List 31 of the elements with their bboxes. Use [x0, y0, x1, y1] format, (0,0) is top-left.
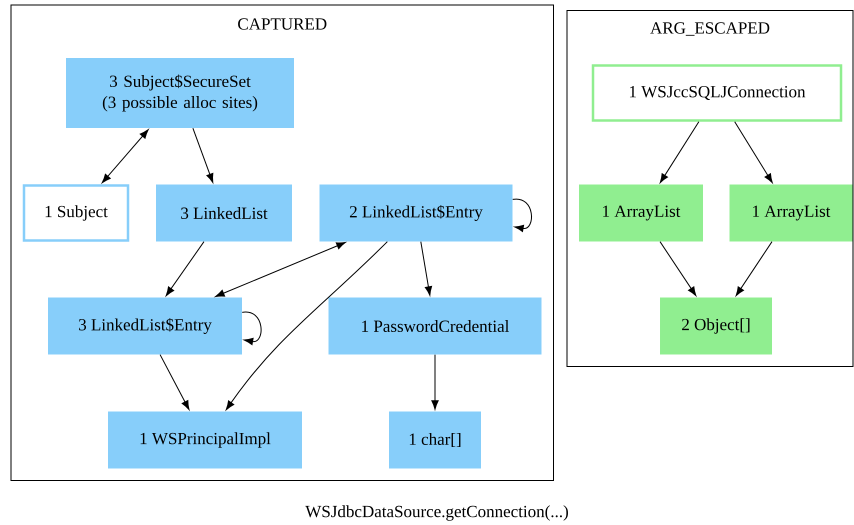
- arrow: [660, 121, 700, 183]
- arrow: [734, 121, 773, 183]
- cluster-title: CAPTURED: [238, 18, 326, 30]
- filled-box: 1 char[]: [389, 412, 481, 468]
- cluster-title: ARG_ESCAPED: [650, 22, 770, 36]
- filled-box: 3 LinkedList: [156, 184, 292, 242]
- filled-box: 1 WSPrincipalImpl: [108, 412, 302, 468]
- filled-box: 2 Object[]: [660, 298, 772, 354]
- arrow: [431, 354, 439, 410]
- arrow: [660, 241, 696, 296]
- arrow: [512, 198, 532, 232]
- arrow: [215, 242, 346, 297]
- arrow: [192, 128, 214, 183]
- arrow: [242, 312, 262, 346]
- filled-box: 3 Subject$SecureSet (3 possible alloc sites): [66, 58, 294, 128]
- cluster-frame: [566, 10, 854, 367]
- filled-box: 1 ArrayList: [579, 184, 703, 242]
- outlined-box: 1 Subject: [22, 184, 130, 242]
- arrow: [420, 241, 432, 296]
- caption: WSJdbcDataSource.getConnection(...): [305, 505, 568, 521]
- arrow: [160, 354, 190, 410]
- filled-box: 2 LinkedList$Entry: [320, 184, 512, 242]
- arrow: [736, 241, 772, 296]
- arrow: [226, 241, 388, 410]
- outlined-box: 1 WSJccSQLJConnection: [592, 64, 842, 122]
- filled-box: 1 PasswordCredential: [328, 298, 542, 354]
- filled-box: 1 ArrayList: [730, 184, 852, 242]
- cluster-frame: [10, 4, 554, 481]
- arrow: [166, 241, 204, 296]
- arrow: [102, 129, 149, 184]
- filled-box: 3 LinkedList$Entry: [48, 298, 242, 354]
